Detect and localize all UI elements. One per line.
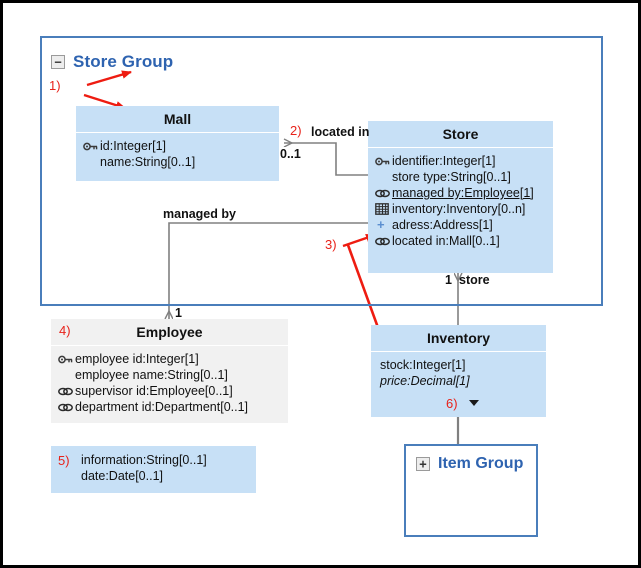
link-icon — [375, 233, 392, 249]
edge-multiplicity-located-in: 0..1 — [280, 147, 301, 161]
package-title: Store Group — [73, 52, 174, 71]
package-header[interactable]: − Store Group — [51, 52, 173, 72]
collapse-icon[interactable]: − — [51, 55, 65, 69]
dropdown-triangle-icon[interactable] — [469, 400, 479, 406]
attribute-row: + adress:Address[1] — [375, 217, 547, 233]
class-inventory-title: Inventory — [371, 325, 546, 352]
attribute-label: employee name:String[0..1] — [75, 368, 228, 382]
note-line: information:String[0..1] — [81, 453, 207, 467]
attribute-row: name:String[0..1] — [83, 154, 273, 170]
attribute-row: managed by:Employee[1] — [375, 185, 547, 201]
attribute-row: price:Decimal[1] — [378, 373, 540, 389]
attribute-label: department id:Department[0..1] — [75, 400, 249, 414]
note-line: date:Date[0..1] — [81, 469, 164, 483]
attribute-row: employee id:Integer[1] — [58, 351, 282, 367]
key-icon — [375, 153, 392, 169]
attribute-row: supervisor id:Employee[0..1] — [58, 383, 282, 399]
annotation-5: 5) — [58, 453, 70, 468]
annotation-1: 1) — [49, 78, 61, 93]
attribute-label: id:Integer[1] — [100, 139, 167, 153]
class-mall[interactable]: Mall id:Integer[1] name:String[0..1] — [76, 106, 279, 181]
class-employee-title: Employee — [51, 319, 288, 346]
no-icon — [58, 367, 75, 383]
class-store-title: Store — [368, 121, 553, 148]
note-box[interactable]: information:String[0..1] date:Date[0..1] — [51, 446, 256, 493]
attribute-label: identifier:Integer[1] — [392, 154, 496, 168]
package-store-group[interactable] — [40, 36, 603, 306]
annotation-2: 2) — [290, 123, 302, 138]
class-mall-attributes: id:Integer[1] name:String[0..1] — [76, 133, 279, 176]
edge-label-located-in: located in — [311, 125, 370, 139]
attribute-row: stock:Integer[1] — [378, 357, 540, 373]
class-inventory-attributes: stock:Integer[1] price:Decimal[1] — [371, 352, 546, 395]
item-group-header[interactable]: + Item Group — [406, 446, 536, 473]
table-icon — [375, 201, 392, 217]
class-inventory[interactable]: Inventory stock:Integer[1] price:Decimal… — [371, 325, 546, 417]
attribute-label: supervisor id:Employee[0..1] — [75, 384, 233, 398]
key-icon — [83, 138, 100, 154]
attribute-label: store type:String[0..1] — [392, 170, 511, 184]
annotation-3: 3) — [325, 237, 337, 252]
edge-multiplicity-managed-by: 1 — [175, 306, 182, 320]
attribute-row: employee name:String[0..1] — [58, 367, 282, 383]
plus-icon: + — [377, 217, 385, 232]
link-icon — [375, 185, 392, 201]
attribute-label: adress:Address[1] — [392, 218, 493, 232]
attribute-row: inventory:Inventory[0..n] — [375, 201, 547, 217]
class-mall-title: Mall — [76, 106, 279, 133]
class-store[interactable]: Store identifier:Integer[1] store type:S… — [368, 121, 553, 273]
edge-role-store: store — [459, 273, 490, 287]
no-icon — [83, 154, 100, 170]
link-icon — [58, 399, 75, 415]
class-employee[interactable]: Employee employee id:Integer[1] employee… — [51, 319, 288, 423]
attribute-label: located in:Mall[0..1] — [392, 234, 500, 248]
edge-multiplicity-store: 1 — [445, 273, 452, 287]
no-icon — [375, 169, 392, 185]
attribute-label: managed by:Employee[1] — [392, 186, 534, 200]
attribute-label: stock:Integer[1] — [380, 358, 466, 372]
edge-label-managed-by: managed by — [163, 207, 236, 221]
attribute-row: identifier:Integer[1] — [375, 153, 547, 169]
attribute-label: name:String[0..1] — [100, 155, 196, 169]
attribute-row: id:Integer[1] — [83, 138, 273, 154]
key-icon — [58, 351, 75, 367]
class-employee-attributes: employee id:Integer[1] employee name:Str… — [51, 346, 288, 421]
attribute-label: inventory:Inventory[0..n] — [392, 202, 526, 216]
attribute-row: located in:Mall[0..1] — [375, 233, 547, 249]
attribute-row: store type:String[0..1] — [375, 169, 547, 185]
package-item-group[interactable]: + Item Group — [404, 444, 538, 537]
attribute-row: department id:Department[0..1] — [58, 399, 282, 415]
expand-icon[interactable]: + — [416, 457, 430, 471]
annotation-6: 6) — [446, 396, 458, 411]
attribute-label: price:Decimal[1] — [380, 374, 470, 388]
link-icon — [58, 383, 75, 399]
class-store-attributes: identifier:Integer[1] store type:String[… — [368, 148, 553, 255]
attribute-label: employee id:Integer[1] — [75, 352, 199, 366]
annotation-4: 4) — [59, 323, 71, 338]
item-group-title: Item Group — [438, 455, 524, 472]
